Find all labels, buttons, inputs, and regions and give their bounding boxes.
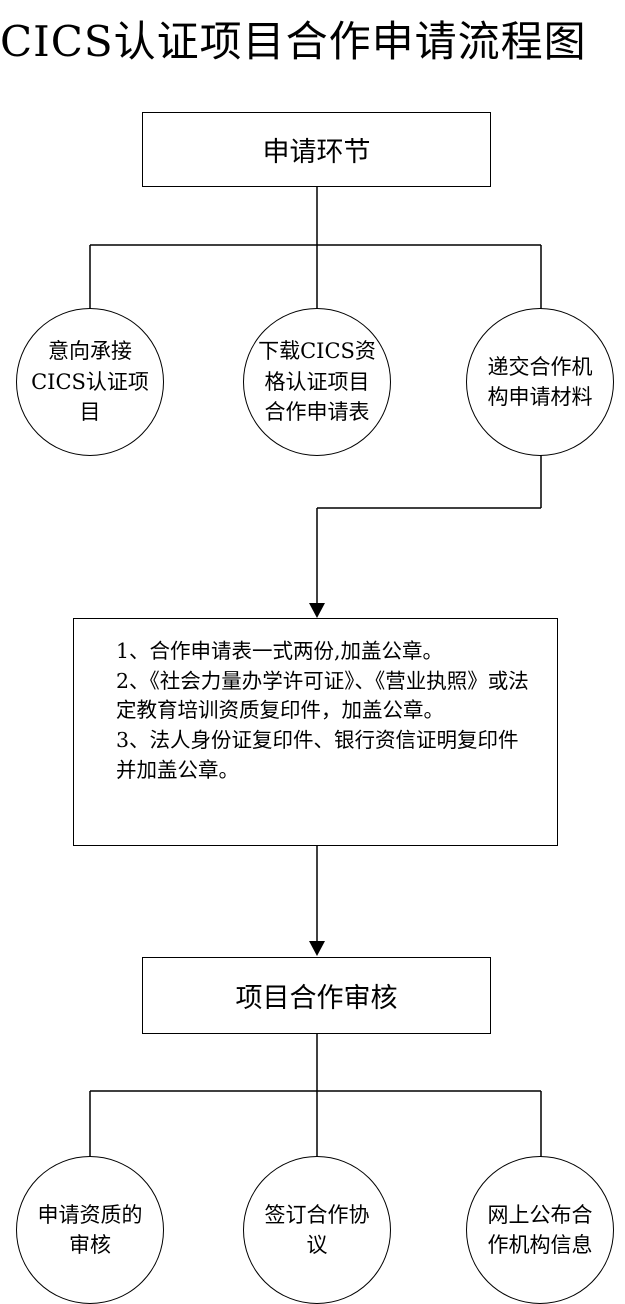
materials-item: 3、法人身份证复印件、银行资信证明复印件并加盖公章。	[116, 728, 519, 782]
apply-item-circle: 意向承接CICS认证项目	[16, 308, 164, 456]
materials-item: 2、《社会力量办学许可证》、《营业执照》或法定教育培训资质复印件，加盖公章。	[116, 668, 529, 723]
materials-item: 1、合作申请表一式两份,加盖公章。	[116, 639, 444, 663]
apply-item-label: 下载CICS资格认证项目合作申请表	[258, 339, 376, 425]
step-box-review: 项目合作审核	[142, 957, 491, 1034]
apply-item-circle: 递交合作机构申请材料	[466, 308, 614, 456]
apply-item-label: 递交合作机构申请材料	[487, 354, 593, 409]
review-item-circle: 网上公布合作机构信息	[466, 1156, 614, 1304]
step-box-apply: 申请环节	[142, 112, 491, 187]
step-label: 申请环节	[262, 137, 371, 168]
review-item-label: 申请资质的审核	[37, 1202, 143, 1257]
review-item-circle: 签订合作协议	[243, 1156, 391, 1304]
arrow-head	[309, 941, 325, 956]
step-label: 项目合作审核	[235, 983, 398, 1014]
review-item-label: 签订合作协议	[264, 1202, 370, 1257]
arrow-head	[309, 603, 325, 618]
review-item-label: 网上公布合作机构信息	[487, 1202, 593, 1257]
apply-item-label: 意向承接CICS认证项目	[31, 339, 149, 425]
flowchart-title: CICS认证项目合作申请流程图	[0, 17, 587, 66]
materials-box: 1、合作申请表一式两份,加盖公章。 2、《社会力量办学许可证》、《营业执照》或法…	[73, 618, 558, 846]
apply-item-circle: 下载CICS资格认证项目合作申请表	[243, 308, 391, 456]
review-item-circle: 申请资质的审核	[16, 1156, 164, 1304]
